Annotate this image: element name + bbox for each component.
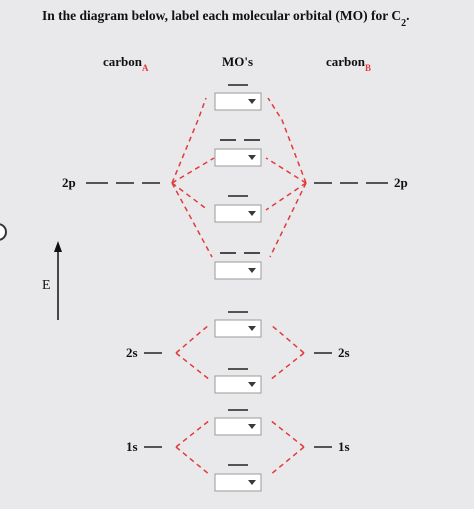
mo-dropdown-box[interactable]: [214, 473, 262, 492]
left-2p-label: 2p: [62, 175, 76, 190]
mo-dropdown-3[interactable]: [214, 204, 262, 223]
right-2p-label: 2p: [394, 175, 408, 190]
correlation-lines-2s: [175, 323, 305, 381]
chevron-down-icon[interactable]: [248, 211, 256, 216]
corr-2s-left-down: [175, 352, 211, 381]
energy-arrow-icon: [54, 241, 62, 252]
corr-2p-right-pi-star: [265, 157, 307, 184]
correlation-lines-1s: [175, 419, 305, 476]
corr-2s-left-up: [175, 323, 211, 354]
corr-1s-left-down: [175, 446, 211, 476]
mo-dropdown-box[interactable]: [214, 92, 262, 111]
correlation-lines-2p: [171, 97, 307, 258]
chevron-down-icon[interactable]: [248, 424, 256, 429]
corr-2p-right-pi: [269, 182, 307, 258]
chevron-down-icon[interactable]: [248, 326, 256, 331]
corr-2p-right-sigma-star: [267, 97, 307, 184]
corr-1s-right-down: [269, 446, 305, 476]
corr-2p-right-sigma: [265, 182, 307, 211]
mo-dropdown-7[interactable]: [214, 417, 262, 436]
left-2s-label: 2s: [126, 345, 138, 360]
mo-levels: [220, 84, 260, 466]
corr-2s-right-down: [269, 352, 305, 381]
chevron-down-icon[interactable]: [248, 155, 256, 160]
chevron-down-icon[interactable]: [248, 268, 256, 273]
chevron-down-icon[interactable]: [248, 480, 256, 485]
right-1s-label: 1s: [338, 439, 350, 454]
mo-dropdown-box[interactable]: [214, 319, 262, 338]
mo-dropdown-4[interactable]: [214, 261, 262, 280]
mo-dropdown-box[interactable]: [214, 261, 262, 280]
corr-1s-right-up: [269, 419, 305, 448]
carbon-a-header: carbonA: [103, 54, 149, 73]
corr-2s-right-up: [269, 323, 305, 354]
left-1s-label: 1s: [126, 439, 138, 454]
energy-label: E: [42, 278, 51, 293]
mos-header: MO's: [222, 54, 253, 69]
corr-1s-left-up: [175, 419, 211, 448]
chevron-down-icon[interactable]: [248, 99, 256, 104]
corr-2p-left-pi: [171, 182, 213, 258]
mo-dropdown-box[interactable]: [214, 204, 262, 223]
carbon-b-header: carbonB: [326, 54, 371, 73]
chevron-down-icon[interactable]: [248, 382, 256, 387]
mo-dropdown-box[interactable]: [214, 417, 262, 436]
mo-dropdown-8[interactable]: [214, 473, 262, 492]
page-side-control[interactable]: [0, 223, 7, 241]
mo-dropdown-box[interactable]: [214, 375, 262, 394]
mo-dropdown-box[interactable]: [214, 148, 262, 167]
mo-dropdown-1[interactable]: [214, 92, 262, 111]
corr-2p-left-sigma: [171, 182, 209, 211]
corr-2p-left-sigma-star: [171, 97, 207, 184]
mo-dropdown-2[interactable]: [214, 148, 262, 167]
corr-2p-left-pi-star: [171, 157, 215, 184]
mo-dropdown-6[interactable]: [214, 375, 262, 394]
right-2s-label: 2s: [338, 345, 350, 360]
question-text: In the diagram below, label each molecul…: [42, 8, 409, 29]
mo-dropdown-5[interactable]: [214, 319, 262, 338]
